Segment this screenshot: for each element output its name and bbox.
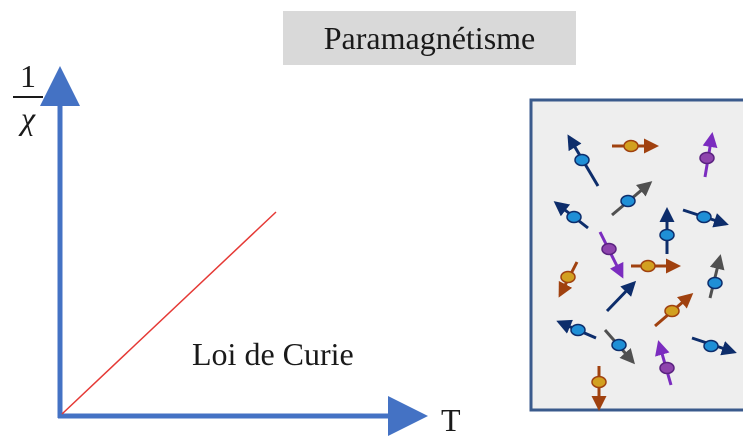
y-axis-denominator: χ xyxy=(20,100,36,136)
spin xyxy=(682,208,729,228)
x-axis-label: T xyxy=(441,402,461,438)
spin xyxy=(567,134,600,187)
spin xyxy=(605,280,637,313)
spin xyxy=(558,261,579,298)
spin xyxy=(591,366,607,411)
spin xyxy=(598,231,624,279)
y-axis-numerator: 1 xyxy=(20,58,36,94)
spin xyxy=(655,340,675,386)
spin xyxy=(556,319,597,340)
spin xyxy=(707,254,725,299)
y-axis-label: 1 χ xyxy=(12,58,44,136)
spin xyxy=(553,201,589,230)
spin xyxy=(611,181,653,217)
spin-box xyxy=(529,98,743,412)
curie-law-label: Loi de Curie xyxy=(192,336,354,372)
title-box: Paramagnétisme xyxy=(283,11,576,65)
spin xyxy=(631,258,681,274)
diagram-title: Paramagnétisme xyxy=(323,19,536,56)
spin xyxy=(699,132,718,178)
curie-law-line xyxy=(61,211,277,415)
spin xyxy=(691,336,737,356)
spin xyxy=(612,138,659,154)
fraction-bar xyxy=(13,96,43,98)
spins xyxy=(553,132,737,411)
spin xyxy=(654,293,694,328)
spin xyxy=(659,207,675,254)
spin xyxy=(603,329,635,365)
